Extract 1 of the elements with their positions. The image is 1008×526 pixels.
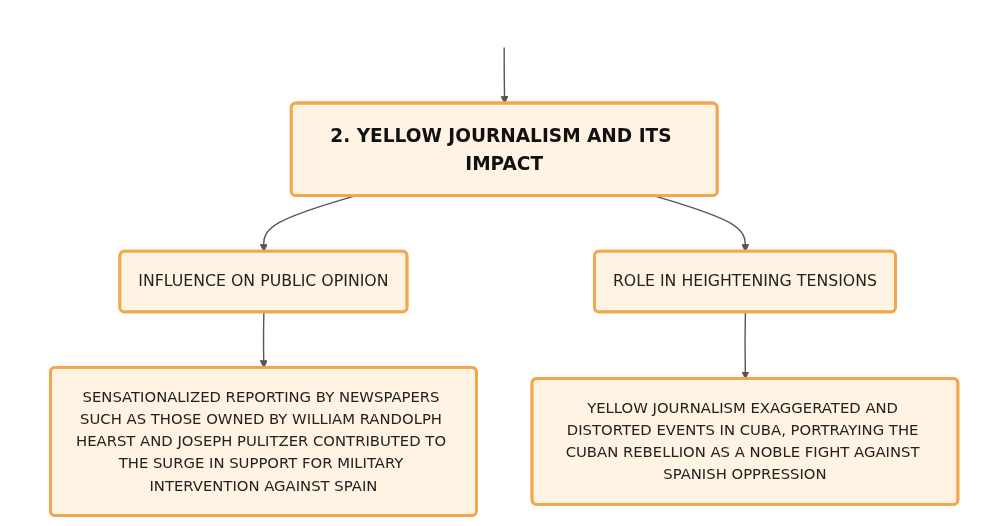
arrow <box>500 46 509 104</box>
